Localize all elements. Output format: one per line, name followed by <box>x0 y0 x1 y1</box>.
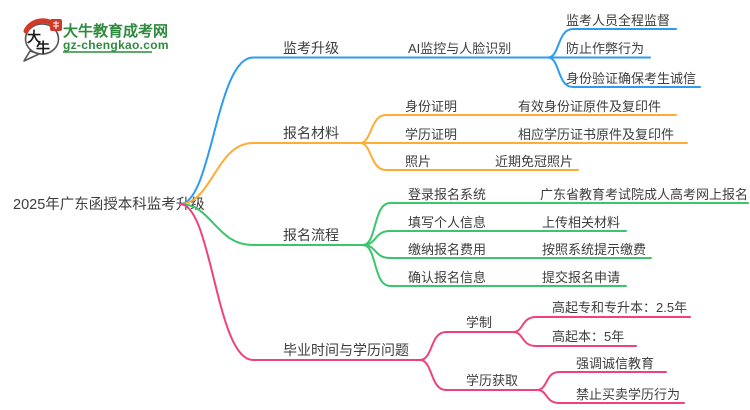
site-logo[interactable]: 大 牛 大牛教育成考网 gz-chengkao.com <box>23 18 169 62</box>
leaf-label-full-supervision: 监考人员全程监督 <box>566 13 670 28</box>
child-label-fill-info: 填写个人信息 <box>408 215 486 230</box>
leaf-label-5-years: 高起本：5年 <box>552 329 624 344</box>
logo-domain: gz-chengkao.com <box>63 38 169 52</box>
child-label-id-proof: 身份证明 <box>405 99 457 114</box>
child-label-photo: 照片 <box>405 154 431 169</box>
child-label-login-system: 登录报名系统 <box>408 187 486 202</box>
branch-lines-graduation <box>179 203 691 404</box>
branch-lines-procedure <box>179 202 749 287</box>
child-label-confirm-info: 确认报名信息 <box>408 270 486 285</box>
child-label-study-length: 学制 <box>466 315 492 330</box>
leaf-label-no-diploma-trading: 禁止买卖学历行为 <box>576 387 680 402</box>
branch-label-materials: 报名材料 <box>283 125 339 141</box>
child-label-ai-monitoring: AI监控与人脸识别 <box>408 41 511 56</box>
leaf-label-id-original-copy: 有效身份证原件及复印件 <box>518 99 661 114</box>
leaf-label-diploma-original-copy: 相应学历证书原件及复印件 <box>518 127 674 142</box>
branch-lines-materials <box>179 114 688 205</box>
branch-lines-exam-upgrade <box>179 28 701 205</box>
child-label-pay-fee: 缴纳报名费用 <box>408 242 486 257</box>
branch-label-exam-upgrade: 监考升级 <box>283 40 339 56</box>
leaf-label-integrity-education: 强调诚信教育 <box>576 356 654 371</box>
child-label-degree-obtain: 学历获取 <box>466 373 518 388</box>
branch-label-graduation: 毕业时间与学历问题 <box>283 342 409 358</box>
logo-bubble-icon: 大 牛 <box>23 18 62 62</box>
leaf-label-identity-verification: 身份验证确保考生诚信 <box>566 71 696 86</box>
leaf-label-2-5-years: 高起专和专升本：2.5年 <box>552 300 687 315</box>
leaf-label-pay-per-system: 按照系统提示缴费 <box>542 242 646 257</box>
leaf-label-upload-materials: 上传相关材料 <box>542 215 620 230</box>
leaf-label-prevent-cheating: 防止作弊行为 <box>566 41 644 56</box>
logo-title: 大牛教育成考网 <box>63 22 168 40</box>
logo-char-da: 大 <box>27 29 41 45</box>
branch-label-procedure: 报名流程 <box>283 227 339 243</box>
leaf-label-gd-online-registration: 广东省教育考试院成人高考网上报名 <box>540 187 748 202</box>
logo-char-niu: 牛 <box>36 40 50 56</box>
child-label-diploma-proof: 学历证明 <box>405 127 457 142</box>
root-node-label: 2025年广东函授本科监考升级 <box>13 196 205 213</box>
leaf-label-recent-photo: 近期免冠照片 <box>495 154 573 169</box>
leaf-label-submit-application: 提交报名申请 <box>542 270 620 285</box>
